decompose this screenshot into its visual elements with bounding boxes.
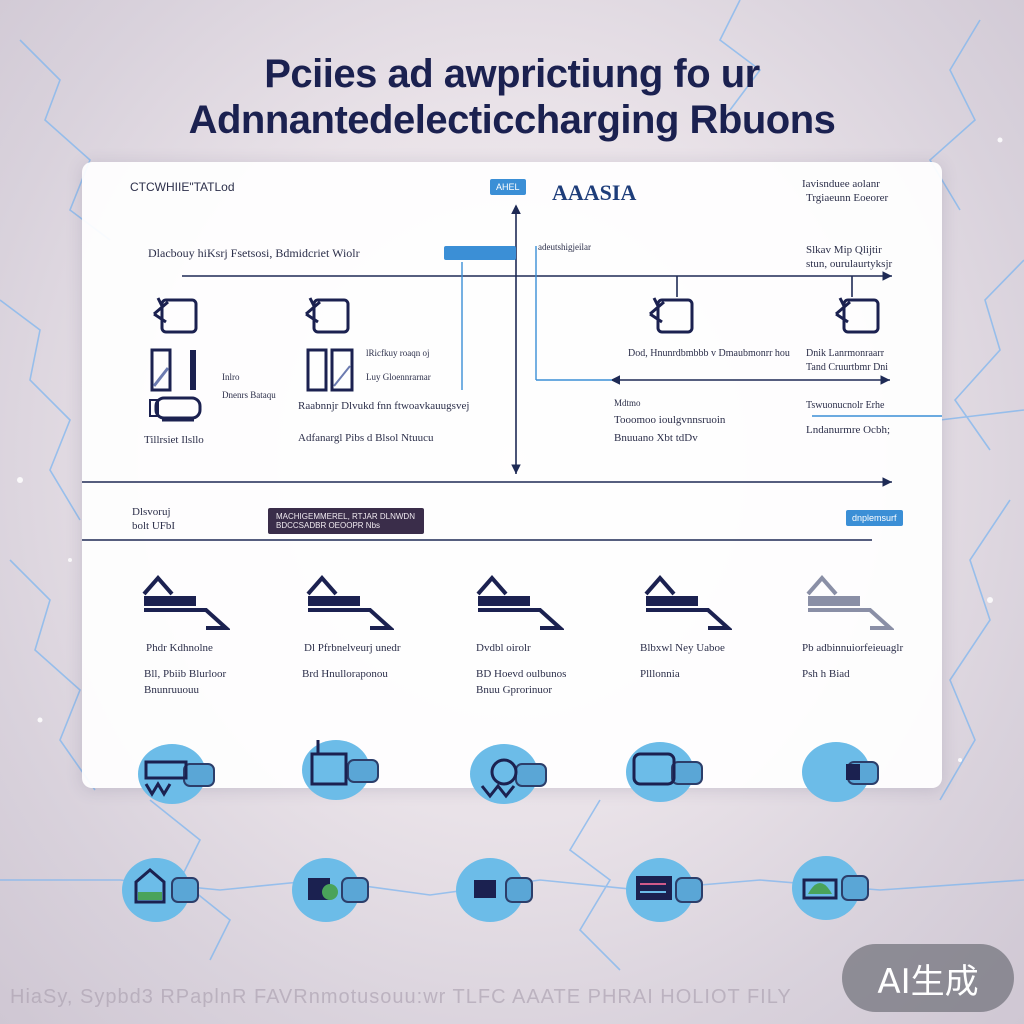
bottom-item-2-line-1: Dl Pfrbnelveurj unedr <box>304 642 401 654</box>
vehicle-icon <box>149 396 202 422</box>
col4-label-1: Tswuonucnolr Erhe <box>806 400 885 411</box>
col2-side-line-1: lRicfkuy roaqn oj <box>366 348 430 358</box>
right-block-line-2: stun, ourulaurtyksjr <box>806 258 893 270</box>
blue-tag-caption: adeutshigjeilar <box>538 242 591 252</box>
watermark-text: HiaSy, Sypbd3 RPaplnR FAVRnmotusouu:wr T… <box>10 986 792 1008</box>
bottom-item-3-line-2: BD Hoevd oulbunos <box>476 668 567 680</box>
col3-label-2: Tooomoo ioulgvnnsruoin <box>614 414 726 426</box>
plug-document-icon <box>153 297 198 334</box>
charging-connector-icon <box>470 744 547 804</box>
col3-label-3: Bnuuano Xbt tdDv <box>614 432 698 444</box>
col1-side-label: Inlro <box>222 372 240 382</box>
charger-unit-icon <box>306 348 354 392</box>
col3-side: Dod, Hnunrdbmbbb v Dmaubmonrr hou <box>628 348 790 359</box>
col4-side-line-2: Tand Cruurtbmr Dni <box>806 362 889 373</box>
mid-left-line-2: bolt UFbI <box>132 520 176 532</box>
station-icon <box>142 574 230 630</box>
bottom-item-1-line-1: Phdr Kdhnolne <box>146 642 213 654</box>
plug-document-icon <box>305 297 350 334</box>
right-block-line-1: Slkav Mip Qlijtir <box>806 244 882 256</box>
col2-side-line-2: Luy Gloennrarnar <box>366 372 431 382</box>
station-icon <box>306 574 394 630</box>
station-icon <box>476 574 564 630</box>
col1-side-label-2: Dnenrs Bataqu <box>222 390 276 400</box>
bottom-item-4-line-2: Plllonnia <box>640 668 680 680</box>
col2-label-2: Adfanargl Pibs d Blsol Ntuucu <box>298 432 434 444</box>
station-node-icon <box>292 858 369 922</box>
blue-tag: adeutshigjeilar <box>444 246 516 260</box>
mid-left-line-1: Dlsvoruj <box>132 506 171 518</box>
col4-label-2: Lndanurmre Ocbh; <box>806 424 890 436</box>
ai-generated-badge: AI生成 <box>842 944 1014 1012</box>
bottom-item-2-line-2: Brd Hnulloraponou <box>302 668 388 680</box>
bottom-item-3-line-1: Dvdbl oirolr <box>476 642 531 654</box>
charger-unit-icon <box>150 348 196 392</box>
bottom-item-1-line-2: Bll, Pbiib Blurloor <box>144 668 227 680</box>
bottom-item-5-line-2: Psh h Biad <box>802 668 850 680</box>
col4-side-line-1: Dnik Lanrmonraarr <box>806 348 885 359</box>
station-icon <box>644 574 732 630</box>
plug-document-icon <box>835 297 880 334</box>
bottom-item-5-line-1: Pb adbinnuiorfeieuaglr <box>802 642 904 654</box>
station-node-icon <box>792 856 869 920</box>
station-icon <box>806 574 894 630</box>
charging-connector-icon <box>302 740 379 800</box>
top-right-line-2: Trgiaeunn Eoeorer <box>806 192 889 204</box>
row-label: Dlacbouy hiKsrj Fsetsosi, Bdmidcriet Wio… <box>148 246 360 260</box>
col2-label-1: Raabnnjr Dlvukd fnn ftwoavkauugsvej <box>298 400 470 412</box>
col3-label-1: Mdtmo <box>614 398 641 408</box>
station-node-icon <box>626 858 703 922</box>
col1-label: Tillrsiet Ilsllo <box>144 434 204 446</box>
title-line-1: Pciies ad awprictiung fo ur <box>264 52 760 96</box>
bottom-item-1-line-3: Bnunruuouu <box>144 684 199 696</box>
station-node-icon <box>122 858 199 922</box>
station-node-icon <box>456 858 533 922</box>
brand-label: AAASIA <box>552 180 637 205</box>
charging-connector-icon <box>138 744 215 804</box>
bottom-item-4-line-1: Blbxwl Ney Uaboe <box>640 642 725 654</box>
dark-info-tag: MACHIGEMMEREL, RTJAR DLNWDN BDCCSADBR OE… <box>268 508 424 534</box>
charging-connector-icon <box>626 742 703 802</box>
bottom-item-3-line-3: Bnuu Gprorinuor <box>476 684 553 696</box>
charging-connector-icon <box>802 742 879 802</box>
connector-lines <box>82 204 942 541</box>
diagram-panel: CTCWHIIE"TATLod AHEL AAASIA Iavisnduee a… <box>82 162 942 788</box>
brand-tag: AHEL <box>490 179 526 195</box>
plug-document-icon <box>649 297 694 334</box>
title-line-2: Adnnantedelecticcharging Rbuons <box>188 98 836 142</box>
top-right-line-1: Iavisnduee aolanr <box>802 178 880 190</box>
top-left-heading: CTCWHIIE"TATLod <box>130 180 235 194</box>
right-info-tag: dnplemsurf <box>846 510 903 526</box>
